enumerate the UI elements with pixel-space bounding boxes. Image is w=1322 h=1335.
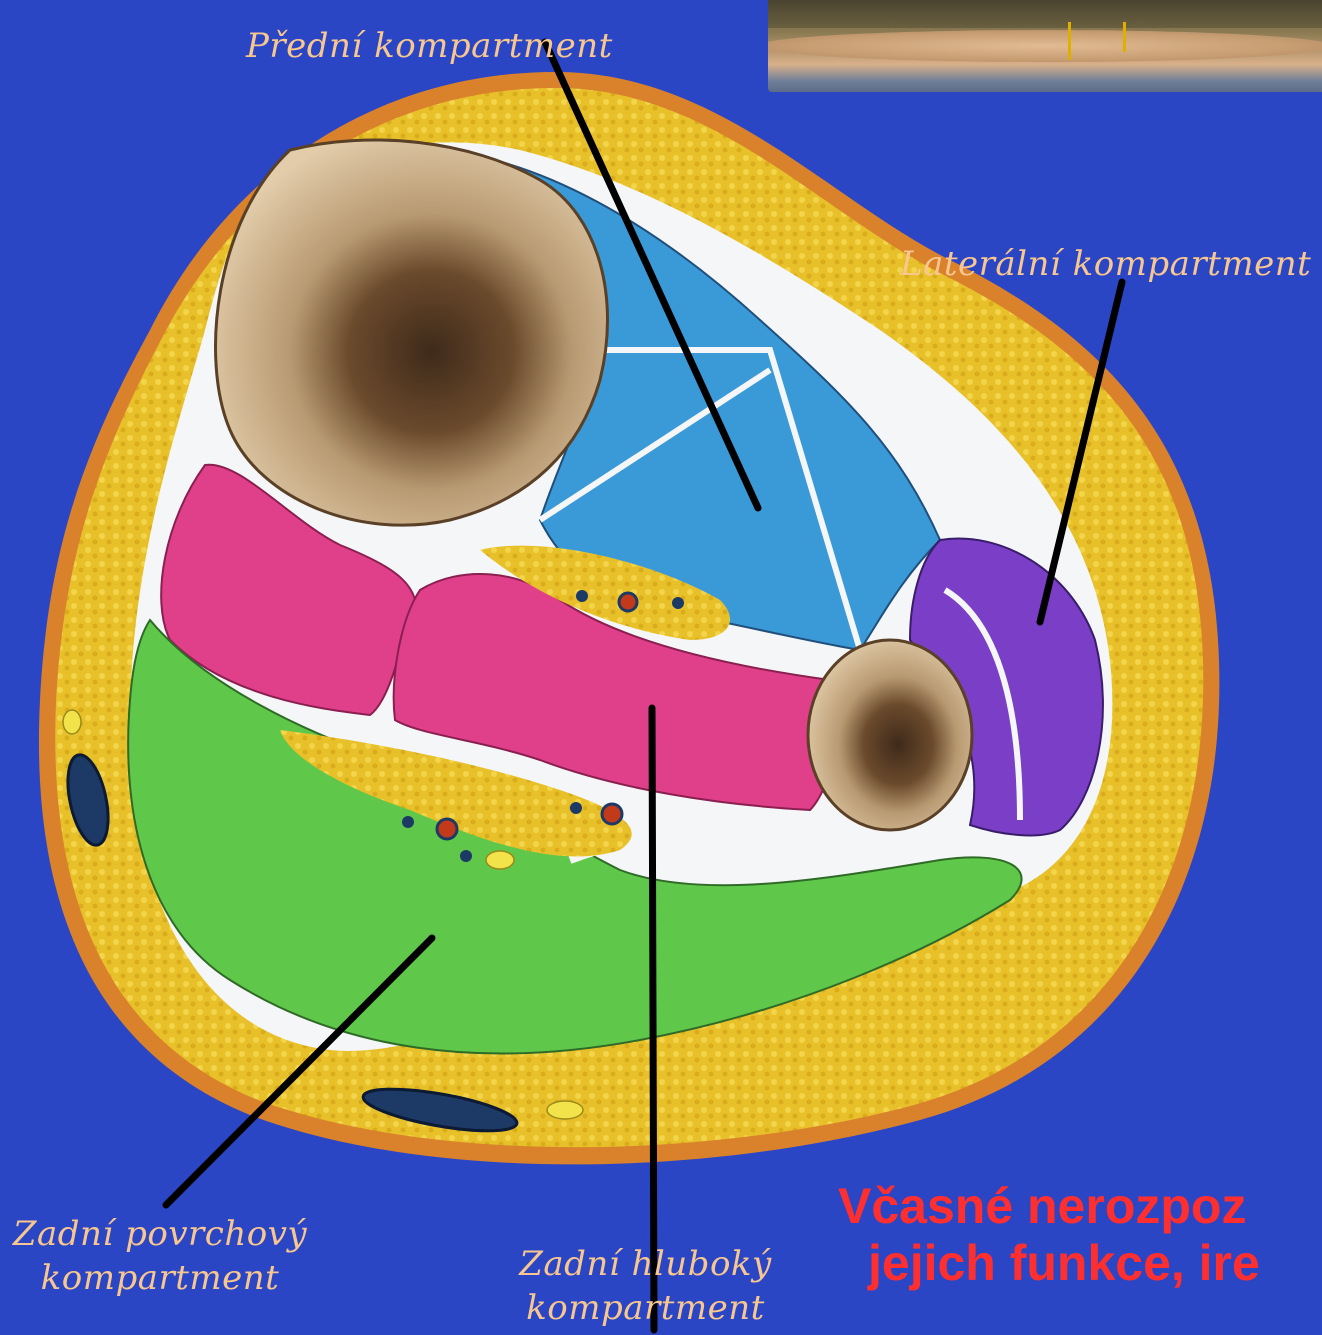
posterior-tibial-vein-1: [402, 816, 414, 828]
posterior-tibial-vein-2: [460, 850, 472, 862]
anterior-tibial-vein-2: [672, 597, 684, 609]
peroneal-vein: [570, 802, 582, 814]
anterior-tibial-vein-1: [576, 590, 588, 602]
posterior-tibial-artery: [437, 819, 457, 839]
fibula-bone: [808, 640, 972, 830]
tibial-nerve: [486, 851, 514, 869]
label-deep-posterior-compartment: Zadní hluboký kompartment: [508, 1242, 783, 1330]
label-anterior-compartment: Přední kompartment: [246, 24, 613, 68]
tibia-bone: [216, 140, 608, 525]
label-deep-posterior-line1: Zadní hluboký: [508, 1242, 783, 1286]
label-superficial-posterior-compartment: Zadní povrchový kompartment: [0, 1212, 320, 1300]
nerve-saphenous: [63, 710, 81, 734]
label-superficial-posterior-line1: Zadní povrchový: [0, 1212, 320, 1256]
peroneal-artery: [602, 804, 622, 824]
leader-line-deep-posterior: [652, 708, 654, 1330]
nerve-sural: [547, 1101, 583, 1119]
label-lateral-compartment: Laterální kompartment: [900, 242, 1311, 286]
anterior-tibial-artery: [619, 593, 637, 611]
warning-line-2: jejich funkce, ire: [868, 1235, 1260, 1291]
label-deep-posterior-line2: kompartment: [508, 1286, 783, 1330]
warning-line-1: Včasné nerozpoz: [838, 1178, 1246, 1234]
label-superficial-posterior-line2: kompartment: [0, 1256, 320, 1300]
